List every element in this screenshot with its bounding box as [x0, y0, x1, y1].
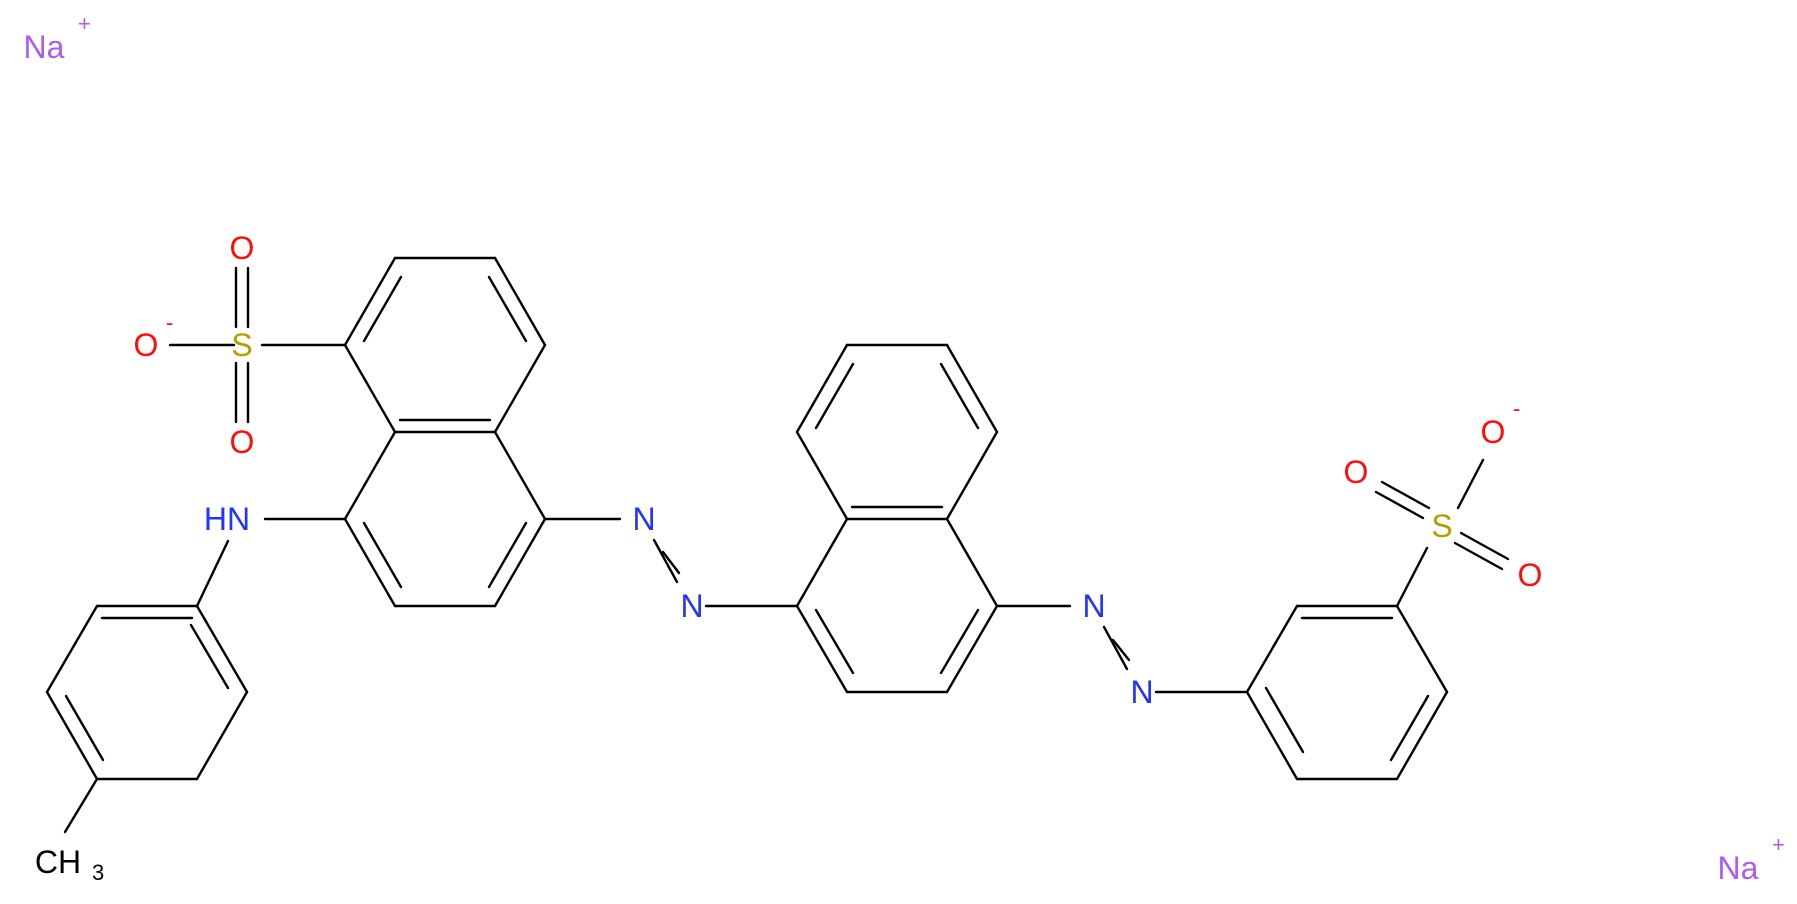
sodium-ion-bottom: Na — [1718, 850, 1759, 886]
bond — [45, 690, 99, 781]
bond — [1389, 694, 1430, 762]
bond — [939, 608, 980, 675]
sodium-ion-top: Na — [24, 29, 65, 65]
bond — [795, 517, 849, 608]
bond — [945, 430, 999, 521]
bond — [1111, 638, 1131, 662]
bond — [343, 430, 397, 521]
bond — [1245, 604, 1299, 694]
nitrogen-atom: N — [632, 501, 655, 537]
bond — [493, 517, 547, 608]
bond — [795, 430, 849, 521]
bond — [195, 539, 230, 608]
bond — [1264, 686, 1305, 754]
nitrogen-atom: N — [1082, 588, 1105, 624]
bond — [795, 604, 849, 694]
bond — [493, 430, 547, 521]
bond — [343, 343, 397, 434]
bond — [64, 694, 105, 762]
bond — [1456, 458, 1485, 510]
bond — [1459, 531, 1510, 561]
bond — [493, 256, 547, 347]
charge-minus: - — [1513, 396, 1520, 421]
nitrogen-atom: N — [680, 588, 703, 624]
bond — [493, 343, 547, 434]
bond — [362, 275, 403, 343]
methyl-group: CH — [35, 844, 81, 880]
charge-plus-bottom: + — [1772, 832, 1785, 857]
bond — [814, 608, 855, 675]
bond — [814, 362, 855, 430]
oxygen-atom: O — [1344, 454, 1369, 490]
bond — [1380, 480, 1431, 510]
bond — [661, 550, 681, 575]
sulfur-atom: S — [1431, 508, 1452, 544]
nitrogen-atom: N — [1130, 674, 1153, 710]
charge-plus-top: + — [78, 11, 91, 36]
bond — [1395, 604, 1449, 694]
bond — [362, 521, 403, 589]
bond — [1245, 690, 1299, 781]
bond — [1395, 690, 1449, 781]
oxygen-atom: O — [230, 230, 255, 266]
bond — [487, 521, 528, 589]
bond — [343, 517, 397, 608]
bond — [1374, 490, 1425, 520]
amine-nh: HN — [204, 501, 250, 537]
bond — [189, 623, 230, 690]
bond — [652, 538, 679, 584]
bond — [1102, 625, 1129, 671]
oxygen-anion: O — [1481, 414, 1506, 450]
bond — [945, 517, 999, 608]
bond — [1453, 541, 1504, 571]
oxygen-anion: O — [134, 327, 159, 363]
bond — [343, 256, 397, 347]
bond — [945, 604, 999, 694]
bond — [487, 275, 528, 343]
atom-labels: Na + Na + O S O O - HN CH 3 N N N N S O … — [24, 11, 1785, 886]
bond — [939, 362, 980, 430]
charge-minus: - — [166, 310, 173, 335]
bond — [945, 343, 999, 434]
bond — [195, 604, 249, 694]
oxygen-atom: O — [230, 424, 255, 460]
methyl-subscript: 3 — [92, 860, 104, 885]
bond — [63, 777, 99, 834]
bond — [45, 604, 99, 694]
bond — [795, 343, 849, 434]
bond — [195, 690, 249, 781]
oxygen-atom: O — [1518, 557, 1543, 593]
bonds — [45, 256, 1510, 834]
sulfur-atom: S — [231, 327, 252, 363]
bond — [1395, 546, 1429, 608]
